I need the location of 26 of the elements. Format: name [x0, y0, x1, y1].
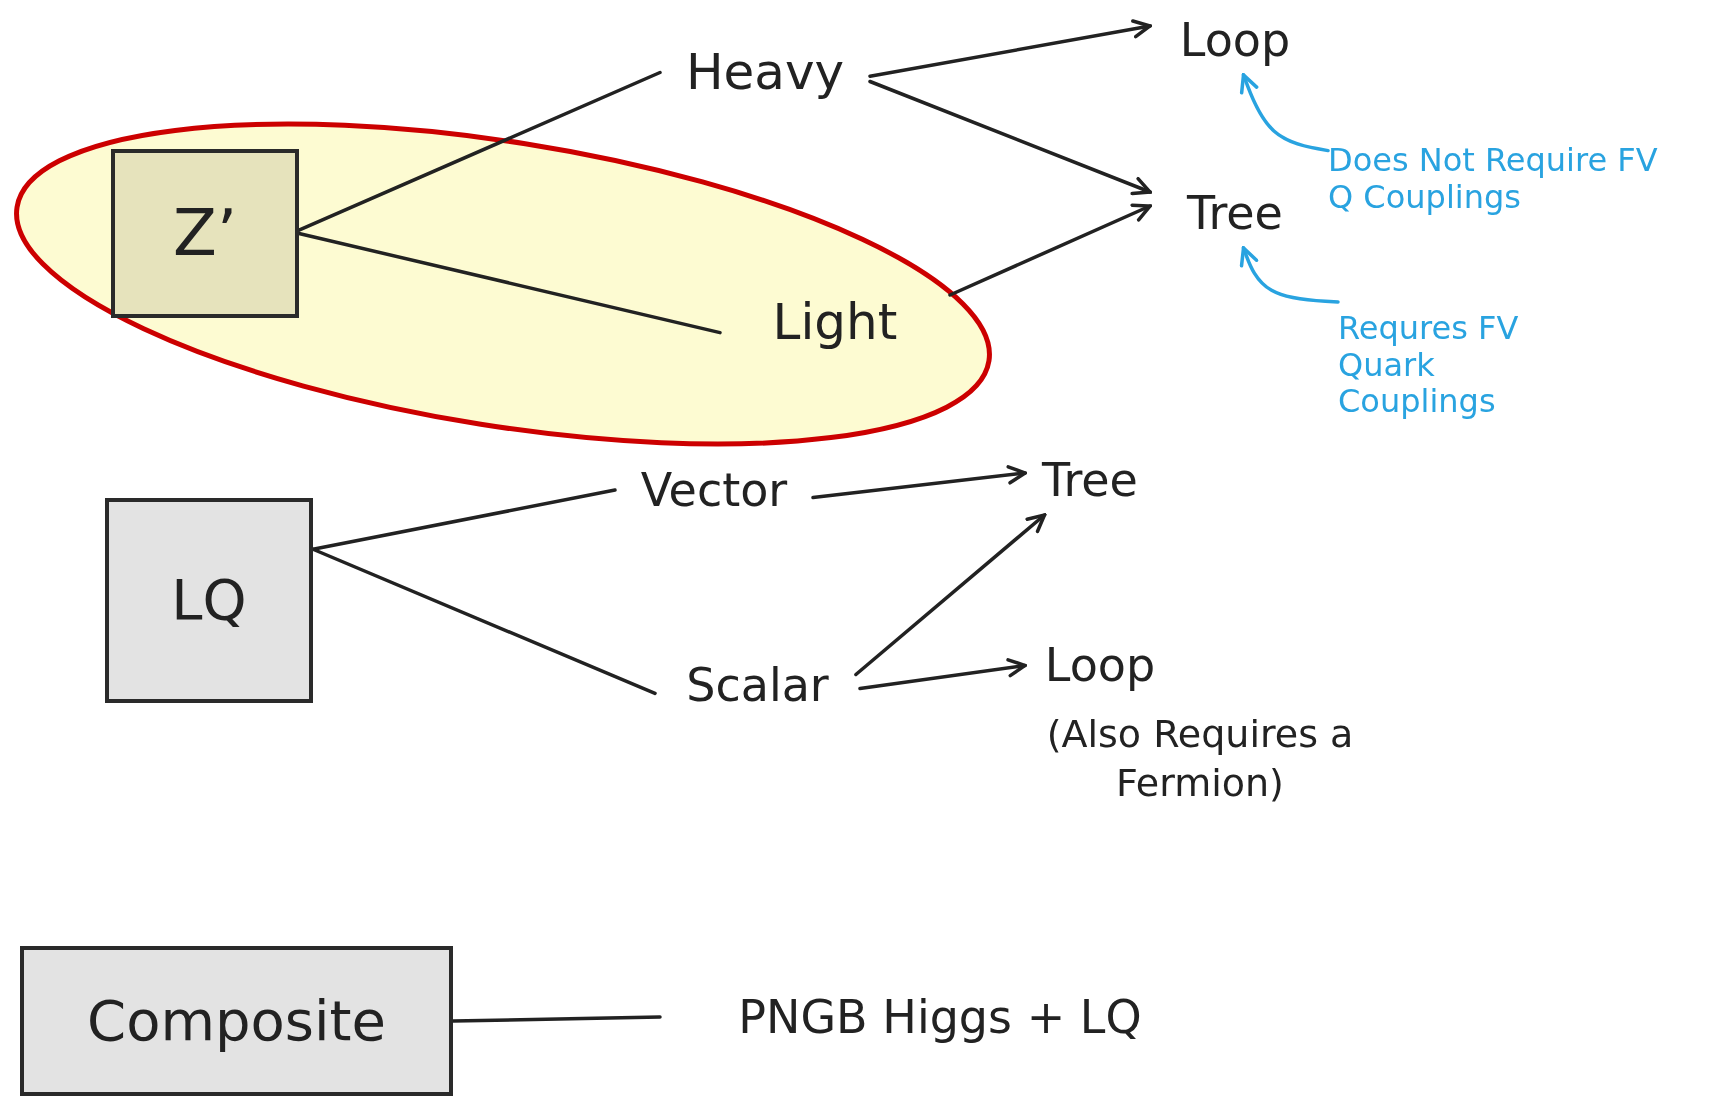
- node-box: [111, 149, 299, 318]
- arrow: [858, 658, 1027, 691]
- node-label: Loop: [1044, 639, 1156, 692]
- node-label: Loop: [1179, 13, 1291, 67]
- node-label: Composite: [87, 988, 386, 1054]
- node-label: Vector: [640, 463, 788, 517]
- arrow: [811, 465, 1027, 500]
- node-label: Requres FV Quark Couplings: [1338, 309, 1520, 421]
- node-label: Tree: [1187, 186, 1283, 240]
- node-label: Tree: [1042, 453, 1138, 507]
- arrow: [868, 19, 1152, 78]
- arrow: [1239, 73, 1330, 153]
- node-box: [20, 946, 453, 1096]
- arrow: [948, 203, 1152, 297]
- node-label: Light: [772, 294, 898, 352]
- arrow: [854, 513, 1047, 677]
- arrow: [868, 79, 1152, 196]
- node-box: [105, 498, 313, 703]
- node-label: Does Not Require FV Q Couplings: [1328, 142, 1659, 216]
- node-label: Z’: [172, 196, 238, 271]
- node-label: Heavy: [685, 43, 845, 102]
- node-label: Scalar: [686, 658, 829, 712]
- arrow: [1239, 246, 1340, 304]
- node-label: PNGB Higgs + LQ: [738, 990, 1142, 1044]
- note-text: (Also Requires a Fermion): [1045, 711, 1355, 808]
- node-label: LQ: [171, 568, 247, 633]
